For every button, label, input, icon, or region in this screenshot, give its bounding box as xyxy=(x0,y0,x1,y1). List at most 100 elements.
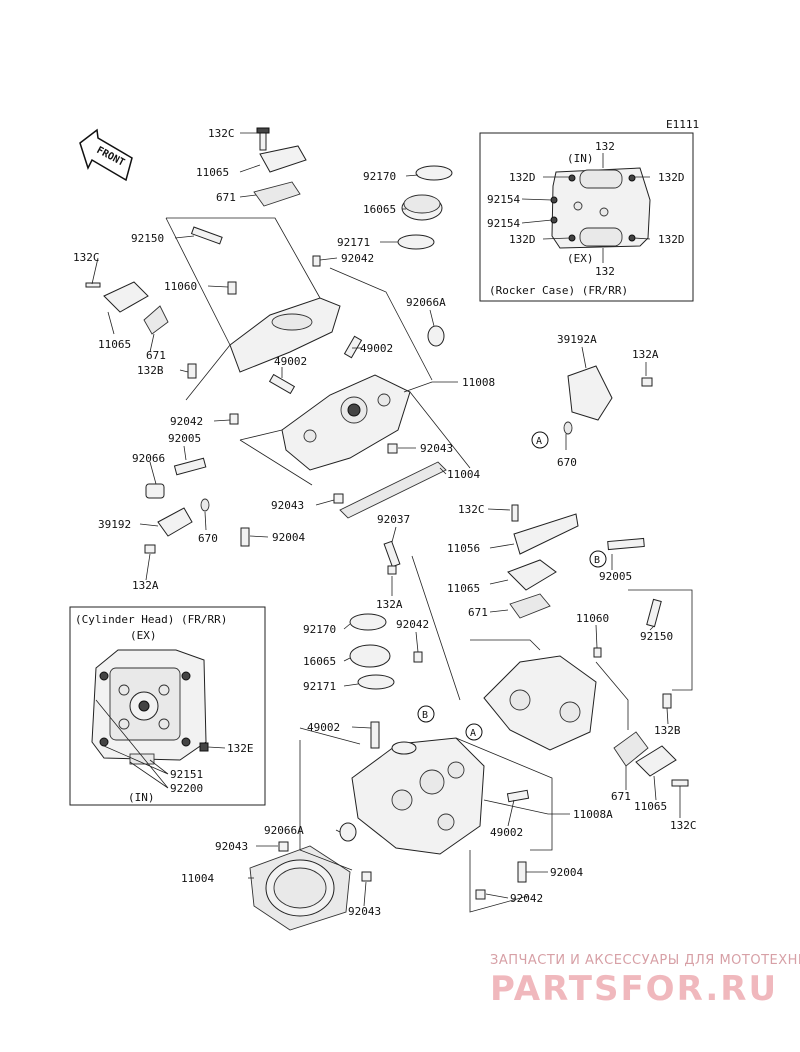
dowel-92042-mid xyxy=(229,413,239,425)
stud-92037 xyxy=(383,540,401,568)
label-92042-low: 92042 xyxy=(396,618,429,631)
svg-text:A: A xyxy=(536,436,542,447)
clamp-92170-top xyxy=(415,165,453,181)
label-92004-low: 92004 xyxy=(550,866,583,879)
svg-text:B: B xyxy=(594,555,600,566)
rocker-inset-title: (Rocker Case) (FR/RR) xyxy=(489,284,628,297)
label-39192: 39192 xyxy=(98,518,131,531)
label-49002-b: 49002 xyxy=(360,342,393,355)
seal-92066a-top xyxy=(427,325,445,347)
label-92171-top: 92171 xyxy=(337,236,370,249)
bolt-132c-right xyxy=(671,779,689,787)
bolt-92150-left xyxy=(190,226,223,245)
rear-head-assembly xyxy=(249,504,689,931)
bolt-132a-mid xyxy=(387,565,397,575)
bolt-132b-right xyxy=(662,693,672,709)
dowel-92043-a xyxy=(387,443,398,454)
gasket-671-right xyxy=(613,731,649,767)
label-11056: 11056 xyxy=(447,542,480,555)
svg-text:B: B xyxy=(422,710,428,721)
callout-a-top: A xyxy=(531,431,549,449)
rocker-label-132d-c: 132D xyxy=(509,233,536,246)
label-11065-left: 11065 xyxy=(98,338,131,351)
label-11065-top: 11065 xyxy=(196,166,229,179)
label-132a-left: 132A xyxy=(132,579,159,592)
label-132c-left: 132C xyxy=(73,251,100,264)
label-671-left: 671 xyxy=(146,349,166,362)
rocker-label-132-top: 132 xyxy=(595,140,615,153)
rocker-label-132d-a: 132D xyxy=(509,171,536,184)
label-92170-top: 92170 xyxy=(363,170,396,183)
bracket-11056 xyxy=(513,513,579,555)
label-11060-right: 11060 xyxy=(576,612,609,625)
rocker-inset-ex: (EX) xyxy=(567,252,594,265)
front-arrow-icon: FRONT xyxy=(79,128,133,182)
label-132c-mid: 132C xyxy=(458,503,485,516)
rocker-case-drawing xyxy=(550,167,651,249)
bolt-132c-left xyxy=(85,282,101,288)
rocker-case-inset: (Rocker Case) (FR/RR) (IN) (EX) 132 132D… xyxy=(479,132,694,302)
label-11004-top: 11004 xyxy=(447,468,480,481)
clamp-92171-top xyxy=(397,234,435,250)
label-92043-b: 92043 xyxy=(271,499,304,512)
label-670-left: 670 xyxy=(198,532,218,545)
cap-11065-top xyxy=(259,145,307,173)
label-16065-top: 16065 xyxy=(363,203,396,216)
bolt-132c-mid xyxy=(511,504,519,522)
watermark-tagline: ЗАПЧАСТИ И АКСЕССУАРЫ ДЛЯ МОТОТЕХНИКИ xyxy=(490,953,800,968)
bolt-92150-right xyxy=(646,598,662,628)
callout-b-top: B xyxy=(589,550,607,568)
label-92150-left: 92150 xyxy=(131,232,164,245)
tube-92005-right xyxy=(607,537,645,551)
dowel-92043-low xyxy=(278,841,289,852)
tube-92005-left xyxy=(173,457,207,476)
clamp-92170-low xyxy=(349,613,387,631)
rocker-label-132d-b: 132D xyxy=(658,171,685,184)
label-671-mid: 671 xyxy=(468,606,488,619)
cylinder-inset-title: (Cylinder Head) (FR/RR) xyxy=(75,613,227,626)
dowel-92042-top xyxy=(312,255,321,267)
pipe-49002-a xyxy=(343,335,363,359)
pipe-49002-low xyxy=(370,721,380,749)
label-92171-low: 92171 xyxy=(303,680,336,693)
label-671-top: 671 xyxy=(216,191,236,204)
bolt-132a-left xyxy=(144,544,156,554)
bolt-132a-right xyxy=(641,377,653,387)
label-132c-right: 132C xyxy=(670,819,697,832)
label-11060-left: 11060 xyxy=(164,280,197,293)
cylinder-label-92151: 92151 xyxy=(170,768,203,781)
dowel-92042-bottom xyxy=(475,889,486,900)
label-11008: 11008 xyxy=(462,376,495,389)
oring-670-left xyxy=(200,498,210,512)
label-11004-low: 11004 xyxy=(181,872,214,885)
cylinder-head-11008 xyxy=(281,374,411,471)
stud-92004-low xyxy=(517,861,527,883)
gasket-671-top xyxy=(253,181,301,207)
dowel-92043-low2 xyxy=(361,871,372,882)
cylinder-inset-ex: (EX) xyxy=(130,629,157,642)
part-labels: 132C 11065 671 92170 16065 92150 92171 9… xyxy=(73,127,697,918)
label-92066-left: 92066 xyxy=(132,452,165,465)
label-49002-low: 49002 xyxy=(307,721,340,734)
gasket-11004-top xyxy=(339,461,447,519)
label-92042-bottom: 92042 xyxy=(510,892,543,905)
label-11065-mid: 11065 xyxy=(447,582,480,595)
label-671-right: 671 xyxy=(611,790,631,803)
label-132a-right: 132A xyxy=(632,348,659,361)
stud-11060-right xyxy=(593,647,602,658)
cylinder-label-132e: 132E xyxy=(227,742,254,755)
cylinder-label-92200: 92200 xyxy=(170,782,203,795)
cap-92066-left xyxy=(145,483,165,499)
callout-a-low: A xyxy=(465,723,483,741)
label-92066a-low: 92066A xyxy=(264,824,304,837)
pipe-49002-b xyxy=(268,373,296,395)
clamp-92171-low xyxy=(357,674,395,690)
label-92042-top: 92042 xyxy=(341,252,374,265)
cylinder-head-inset: (Cylinder Head) (FR/RR) (EX) (IN) 132E 9… xyxy=(69,606,266,806)
label-92150-right: 92150 xyxy=(640,630,673,643)
bolt-132c-top xyxy=(259,131,267,151)
label-132b-right: 132B xyxy=(654,724,681,737)
gasket-671-mid xyxy=(509,593,551,619)
cap-11065-right xyxy=(635,745,677,777)
